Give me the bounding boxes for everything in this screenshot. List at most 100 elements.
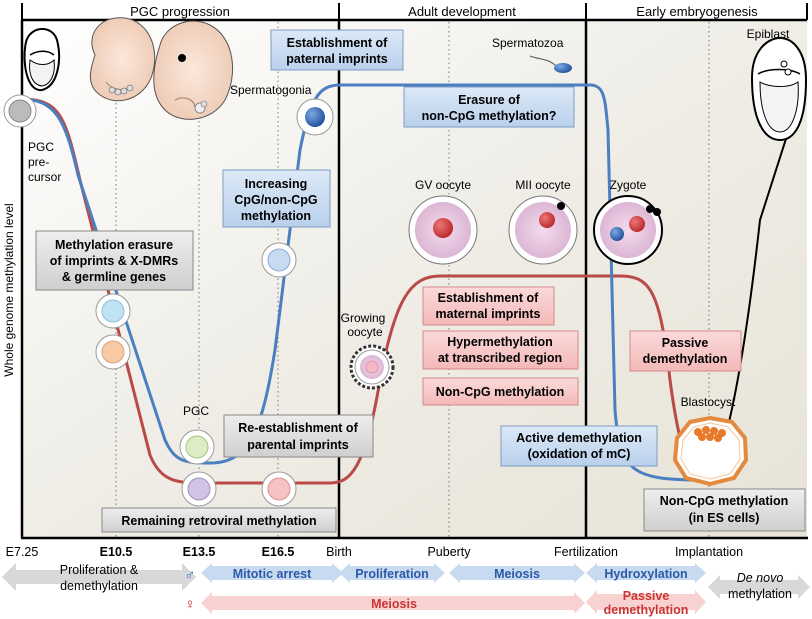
svg-text:Remaining retroviral methylati: Remaining retroviral methylation bbox=[121, 514, 316, 528]
zygote-cell bbox=[593, 195, 663, 265]
pgc-precursor-cell bbox=[3, 94, 37, 128]
label-spermatozoa: Spermatozoa bbox=[492, 36, 564, 50]
annotation-boxes: Establishment of paternal imprints Erasu… bbox=[35, 29, 806, 533]
x-tick-labels: E7.25 E10.5 E13.5 E16.5 Birth Puberty Fe… bbox=[6, 545, 743, 559]
label-growing-oocyte-2: oocyte bbox=[347, 325, 383, 339]
svg-text:paternal imprints: paternal imprints bbox=[286, 52, 387, 66]
pgc-cell-purple bbox=[181, 471, 217, 507]
label-pgc-precursor-3: cursor bbox=[28, 170, 61, 184]
arrow-hydroxylation bbox=[586, 563, 706, 583]
gv-oocyte-cell bbox=[408, 195, 478, 265]
pgc-cell-pink bbox=[261, 471, 297, 507]
spermatozoa-cell bbox=[529, 55, 572, 73]
svg-text:Increasing: Increasing bbox=[245, 177, 308, 191]
tick-fertilization: Fertilization bbox=[554, 545, 618, 559]
svg-text:& germline genes: & germline genes bbox=[62, 270, 166, 284]
box-passive-demethylation: Passive demethylation bbox=[629, 330, 742, 372]
phase-de-novo-2: methylation bbox=[728, 587, 792, 601]
svg-text:Methylation erasure: Methylation erasure bbox=[55, 238, 173, 252]
e13-embryo-icon bbox=[153, 20, 234, 120]
box-noncpg-es-cells: Non-CpG methylation (in ES cells) bbox=[643, 488, 806, 532]
svg-text:at transcribed region: at transcribed region bbox=[438, 351, 562, 365]
cell-labels: PGC pre- cursor Spermatogonia Spermatozo… bbox=[28, 27, 790, 418]
phase-de-novo-1: De novo bbox=[737, 571, 784, 585]
label-gv-oocyte: GV oocyte bbox=[415, 178, 471, 192]
e10-embryo-icon bbox=[89, 17, 156, 102]
svg-text:Non-CpG methylation: Non-CpG methylation bbox=[660, 494, 788, 508]
cell-e10-orange bbox=[95, 334, 131, 370]
arrow-meiosis-male bbox=[449, 563, 585, 583]
box-increasing-methylation: Increasing CpG/non-CpG methylation bbox=[222, 169, 331, 228]
tick-e10-5: E10.5 bbox=[100, 545, 133, 559]
phase-meiosis-male: Meiosis bbox=[494, 567, 540, 581]
svg-text:(oxidation of mC): (oxidation of mC) bbox=[528, 447, 631, 461]
svg-text:non-CpG methylation?: non-CpG methylation? bbox=[422, 109, 557, 123]
arrow-proliferation-demethylation bbox=[2, 563, 196, 591]
label-growing-oocyte-1: Growing bbox=[341, 311, 386, 325]
svg-text:of imprints & X-DMRs: of imprints & X-DMRs bbox=[50, 254, 179, 268]
svg-text:demethylation: demethylation bbox=[643, 352, 728, 366]
tick-implantation: Implantation bbox=[675, 545, 743, 559]
svg-text:(in ES cells): (in ES cells) bbox=[689, 511, 760, 525]
epiblast-embryo-icon bbox=[750, 36, 808, 142]
phase-proliferation: Proliferation bbox=[355, 567, 429, 581]
svg-text:Establishment of: Establishment of bbox=[438, 291, 540, 305]
label-zygote: Zygote bbox=[610, 178, 647, 192]
pgc-cell-green bbox=[179, 429, 215, 465]
label-mii-oocyte: MII oocyte bbox=[515, 178, 571, 192]
phase-prolif-dem-1: Proliferation & bbox=[60, 563, 139, 577]
phase-hydroxylation: Hydroxylation bbox=[604, 567, 687, 581]
box-erasure-noncpg: Erasure of non-CpG methylation? bbox=[403, 86, 575, 128]
label-pgc: PGC bbox=[183, 404, 209, 418]
svg-text:maternal imprints: maternal imprints bbox=[436, 307, 541, 321]
cell-e10-blue bbox=[95, 293, 131, 329]
box-establishment-paternal: Establishment of paternal imprints bbox=[270, 29, 404, 71]
box-noncpg-methylation: Non-CpG methylation bbox=[422, 377, 579, 406]
box-active-demethylation: Active demethylation (oxidation of mC) bbox=[500, 425, 658, 467]
male-symbol: ♂ bbox=[184, 567, 195, 584]
box-reestablishment: Re-establishment of parental imprints bbox=[223, 414, 374, 458]
label-epiblast: Epiblast bbox=[747, 27, 790, 41]
phase-meiosis-female: Meiosis bbox=[371, 597, 417, 611]
phase-prolif-dem-2: demethylation bbox=[60, 579, 138, 593]
tick-e13-5: E13.5 bbox=[183, 545, 216, 559]
phase-passive-dem-1: Passive bbox=[623, 589, 670, 603]
growing-oocyte-cell bbox=[349, 344, 395, 390]
svg-text:CpG/non-CpG: CpG/non-CpG bbox=[234, 193, 317, 207]
y-axis-label: Whole genome methylation level bbox=[2, 203, 16, 376]
box-methylation-erasure: Methylation erasure of imprints & X-DMRs… bbox=[35, 230, 194, 291]
female-symbol: ♀ bbox=[184, 596, 195, 613]
svg-text:Active demethylation: Active demethylation bbox=[516, 431, 642, 445]
arrow-meiosis-female bbox=[201, 592, 585, 614]
tick-birth: Birth bbox=[326, 545, 352, 559]
arrow-de-novo bbox=[708, 575, 810, 599]
svg-text:Erasure of: Erasure of bbox=[458, 93, 521, 107]
tick-e16-5: E16.5 bbox=[262, 545, 295, 559]
label-blastocyst: Blastocyst bbox=[681, 395, 736, 409]
svg-text:parental imprints: parental imprints bbox=[247, 438, 348, 452]
spermatogonia-cell bbox=[296, 98, 334, 136]
header-adult-development: Adult development bbox=[408, 4, 516, 19]
arrow-proliferation bbox=[339, 563, 445, 583]
blastocyst-cell bbox=[672, 415, 749, 487]
svg-text:methylation: methylation bbox=[241, 209, 311, 223]
mii-oocyte-cell bbox=[508, 195, 578, 265]
svg-text:Establishment of: Establishment of bbox=[287, 36, 389, 50]
box-establishment-maternal: Establishment of maternal imprints bbox=[422, 286, 555, 326]
phase-passive-dem-2: demethylation bbox=[604, 603, 689, 617]
box-hypermethylation: Hypermethylation at transcribed region bbox=[422, 330, 579, 370]
arrow-passive-demethylation bbox=[586, 590, 706, 614]
svg-text:Re-establishment of: Re-establishment of bbox=[238, 421, 358, 435]
header-bar: PGC progression Adult development Early … bbox=[21, 3, 808, 22]
svg-text:Passive: Passive bbox=[662, 336, 709, 350]
label-pgc-precursor-1: PGC bbox=[28, 140, 54, 154]
cell-e16-blue bbox=[261, 242, 297, 278]
e7-embryo-icon bbox=[23, 28, 61, 91]
box-remaining-retroviral: Remaining retroviral methylation bbox=[101, 507, 337, 533]
arrow-mitotic-arrest bbox=[201, 563, 343, 583]
tick-e7-25: E7.25 bbox=[6, 545, 39, 559]
label-pgc-precursor-2: pre- bbox=[28, 155, 49, 169]
phase-mitotic-arrest: Mitotic arrest bbox=[233, 567, 312, 581]
svg-text:Hypermethylation: Hypermethylation bbox=[447, 335, 553, 349]
